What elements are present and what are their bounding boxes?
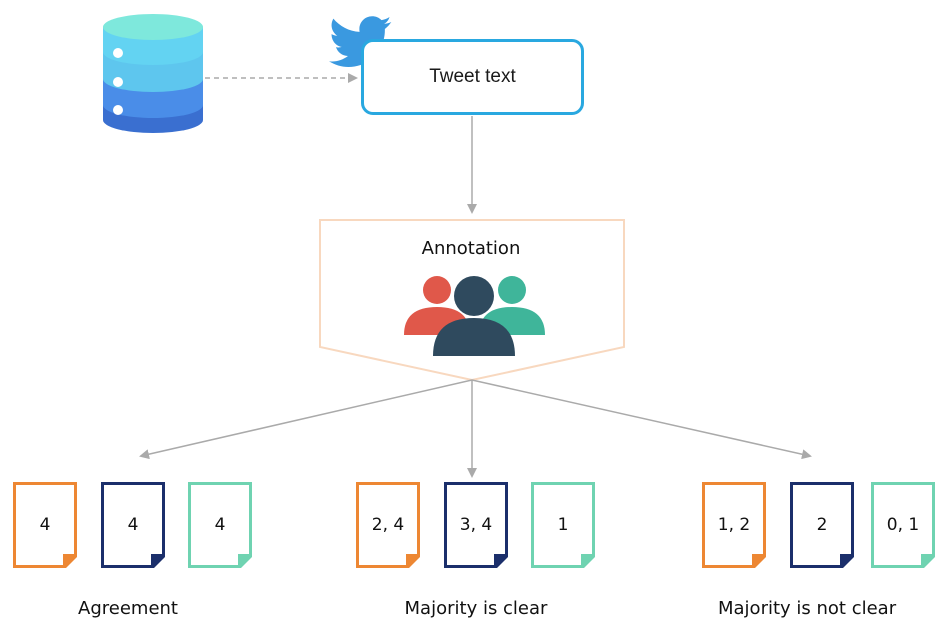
doc-fold (238, 554, 249, 565)
label-doc-teal: 0, 1 (871, 482, 935, 568)
people-group-icon (404, 276, 545, 356)
doc-fold (151, 554, 162, 565)
doc-value: 1 (557, 515, 569, 535)
database-icon (103, 14, 203, 133)
doc-value: 3, 4 (459, 515, 493, 535)
doc-fold (406, 554, 417, 565)
group-label-majority-clear: Majority is clear (404, 598, 548, 619)
group-label-agreement: Agreement (78, 598, 178, 619)
doc-fold (840, 554, 851, 565)
branch-arrow-agreement (139, 379, 473, 460)
annotation-label: Annotation (421, 238, 521, 259)
doc-fold (63, 554, 74, 565)
label-doc-orange: 4 (13, 482, 77, 568)
doc-value: 4 (214, 515, 226, 535)
label-doc-navy: 2 (790, 482, 854, 568)
group-label-majority-not-clear: Majority is not clear (718, 598, 897, 619)
doc-value: 4 (39, 515, 51, 535)
label-doc-teal: 1 (531, 482, 595, 568)
doc-fold (494, 554, 505, 565)
label-doc-orange: 2, 4 (356, 482, 420, 568)
doc-fold (921, 554, 932, 565)
doc-fold (581, 554, 592, 565)
label-doc-orange: 1, 2 (702, 482, 766, 568)
branch-arrow-majority-not-clear (471, 379, 812, 460)
doc-value: 1, 2 (717, 515, 751, 535)
label-doc-navy: 4 (101, 482, 165, 568)
doc-value: 2 (816, 515, 828, 535)
tweet-text-label: Tweet text (429, 66, 516, 87)
label-doc-teal: 4 (188, 482, 252, 568)
doc-value: 0, 1 (886, 515, 920, 535)
doc-value: 4 (127, 515, 139, 535)
doc-value: 2, 4 (371, 515, 405, 535)
label-doc-navy: 3, 4 (444, 482, 508, 568)
doc-fold (752, 554, 763, 565)
tweet-text-box: Tweet text (361, 39, 584, 115)
